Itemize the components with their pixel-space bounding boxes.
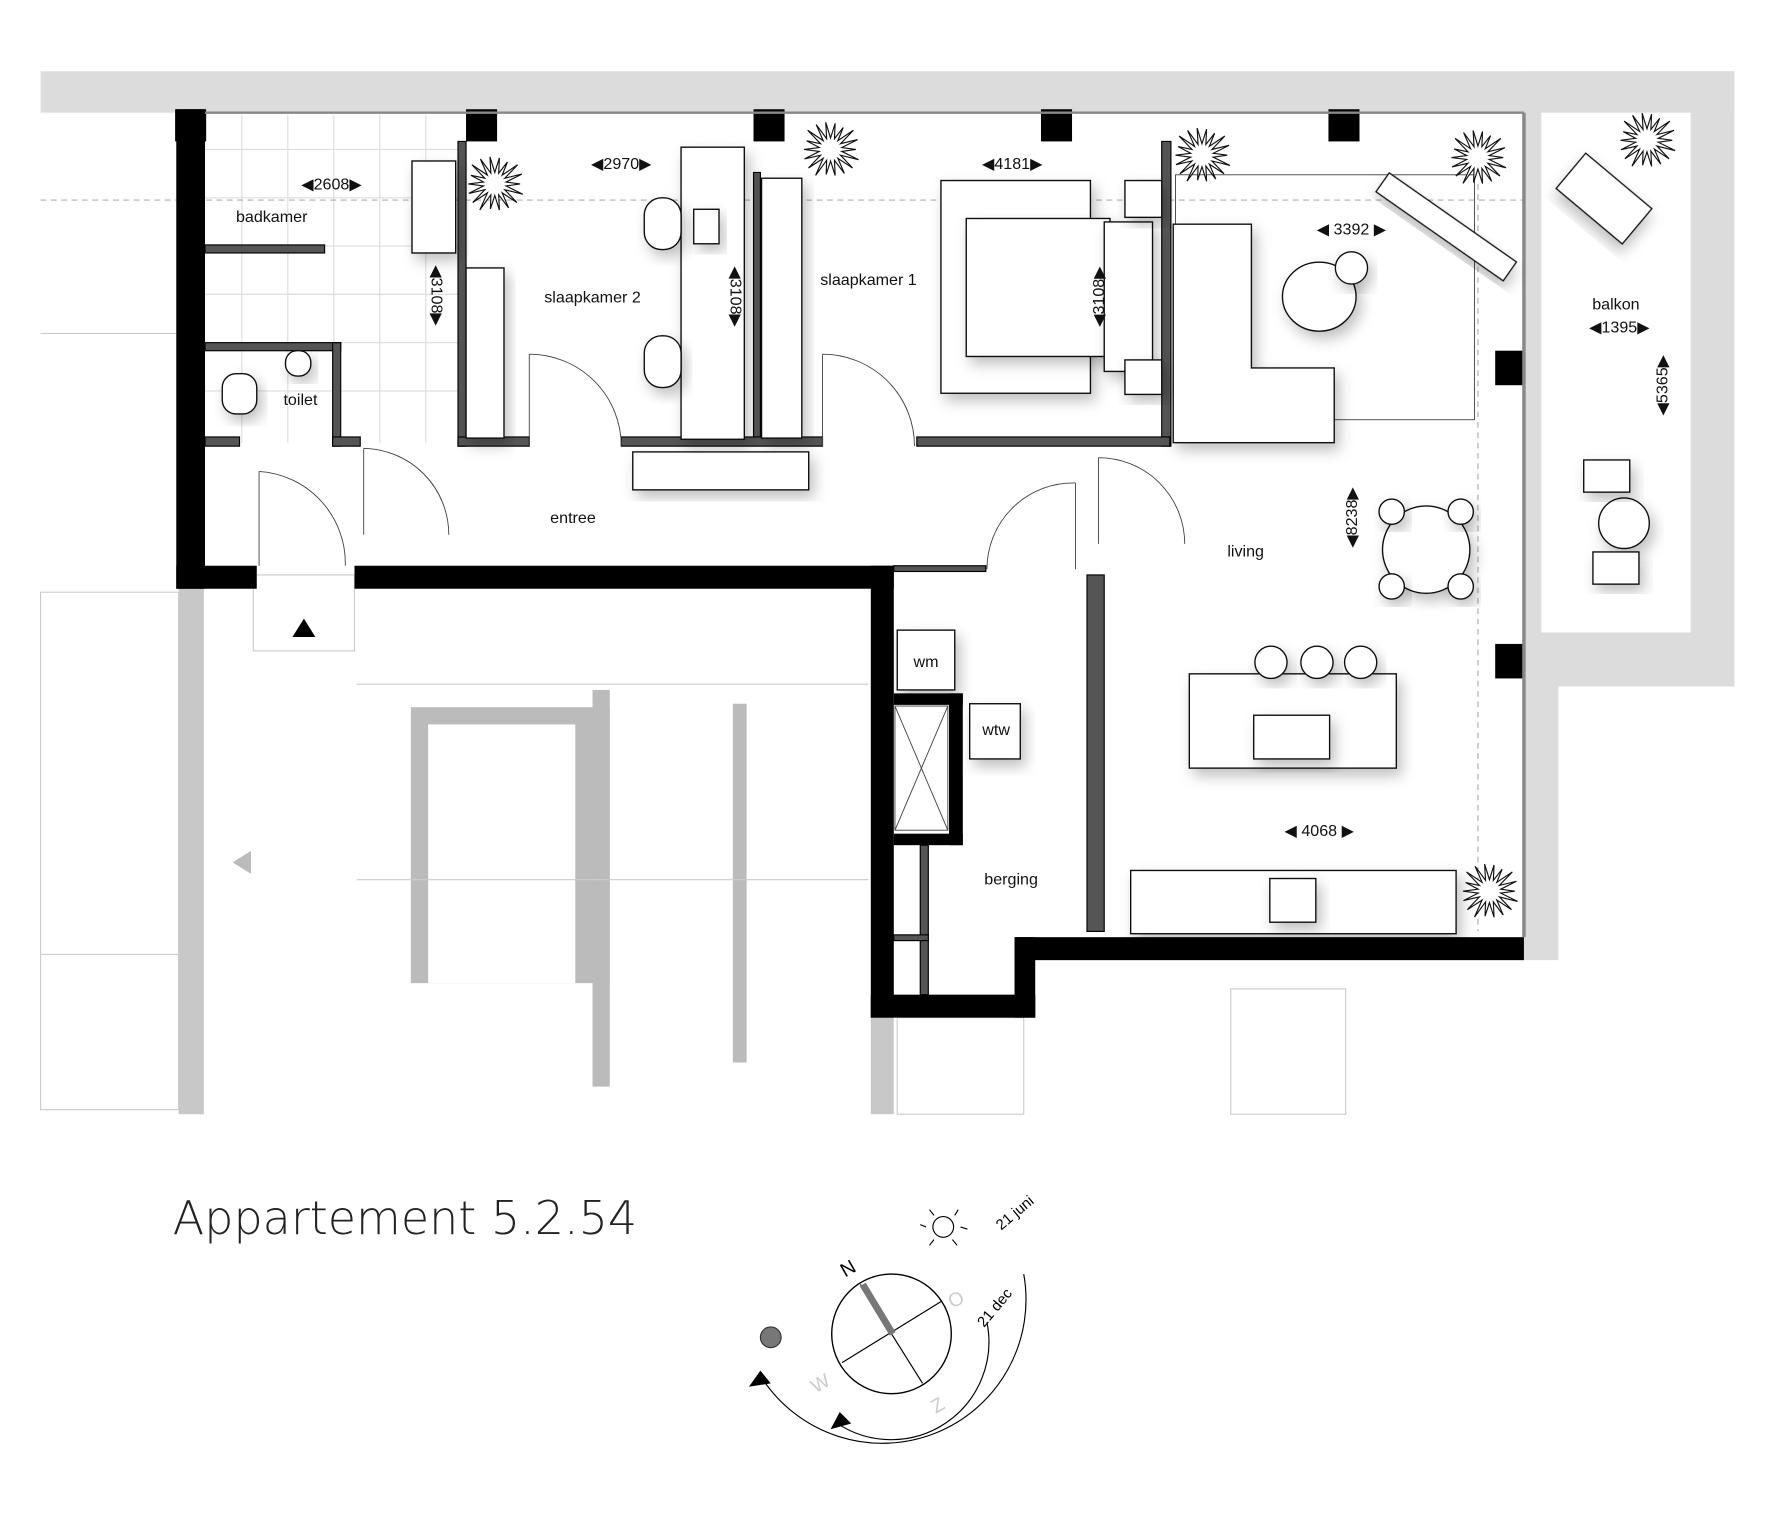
dim-slaapkamer1-width: ◀4181▶ (982, 155, 1043, 173)
winter-arrow-icon (830, 1412, 852, 1430)
plant-icon (1451, 130, 1507, 184)
compass-winter-label: 21 dec (974, 1285, 1016, 1331)
compass-south: Z (927, 1393, 948, 1418)
compass-summer-label: 21 juni (993, 1192, 1038, 1233)
dim-living-depth: ◀8238▶ (1343, 487, 1361, 548)
room-label-wm: wm (912, 653, 938, 671)
compass-east: O (944, 1287, 968, 1314)
room-label-badkamer: badkamer (236, 208, 308, 226)
doors (258, 353, 1186, 570)
compass: N O Z W 21 dec 21 juni (748, 1192, 1038, 1444)
dim-balkon-depth: ◀5365▶ (1654, 354, 1672, 415)
surrounding-building (40, 71, 1735, 1115)
room-label-slaapkamer-1: slaapkamer 1 (820, 271, 917, 289)
furniture (221, 146, 1653, 935)
sun-position-marker (759, 1326, 782, 1349)
dim-balkon-width: ◀1395▶ (1589, 318, 1650, 336)
room-labels: badkamer toilet slaapkamer 2 slaapkamer … (236, 208, 1640, 888)
north-needle (859, 1282, 896, 1336)
compass-north: N (837, 1256, 860, 1282)
plant-icon (804, 122, 859, 176)
dim-slaapkamer1-depth: ◀3108▶ (1090, 266, 1108, 327)
dim-slaapkamer2-width: ◀2970▶ (591, 155, 652, 173)
exterior-walls (175, 109, 1526, 1018)
plant-icon (468, 156, 524, 211)
dim-slaapkamer2-depth: ◀3108▶ (727, 266, 745, 327)
compass-west: W (807, 1369, 834, 1398)
corridor-arrow-icon (232, 850, 252, 874)
entrance-arrow-icon (292, 618, 316, 638)
room-label-living: living (1227, 543, 1264, 561)
dimensions: ◀2608▶ ◀3108▶ ◀2970▶ ◀3108▶ ◀4181▶ ◀3108… (301, 155, 1671, 840)
room-label-toilet: toilet (283, 391, 317, 409)
plant-icon (1620, 112, 1676, 167)
page-title: Appartement 5.2.54 (173, 1191, 637, 1245)
sun-icon (932, 1216, 955, 1238)
interior-walls (204, 140, 1172, 996)
plants (468, 112, 1676, 918)
dim-kitchen-width: ◀ 4068 ▶ (1285, 822, 1355, 840)
dim-badkamer-width: ◀2608▶ (301, 176, 362, 194)
room-label-slaapkamer-2: slaapkamer 2 (544, 288, 641, 306)
room-label-wtw: wtw (981, 721, 1010, 739)
room-label-berging: berging (984, 870, 1038, 888)
summer-arrow-icon (748, 1370, 771, 1387)
dim-badkamer-depth: ◀3108▶ (428, 265, 446, 326)
dim-living-seating-width: ◀ 3392 ▶ (1317, 221, 1387, 239)
room-label-entree: entree (550, 509, 596, 527)
plant-icon (1462, 863, 1518, 918)
room-label-balkon: balkon (1592, 295, 1639, 313)
plant-icon (1175, 127, 1231, 182)
